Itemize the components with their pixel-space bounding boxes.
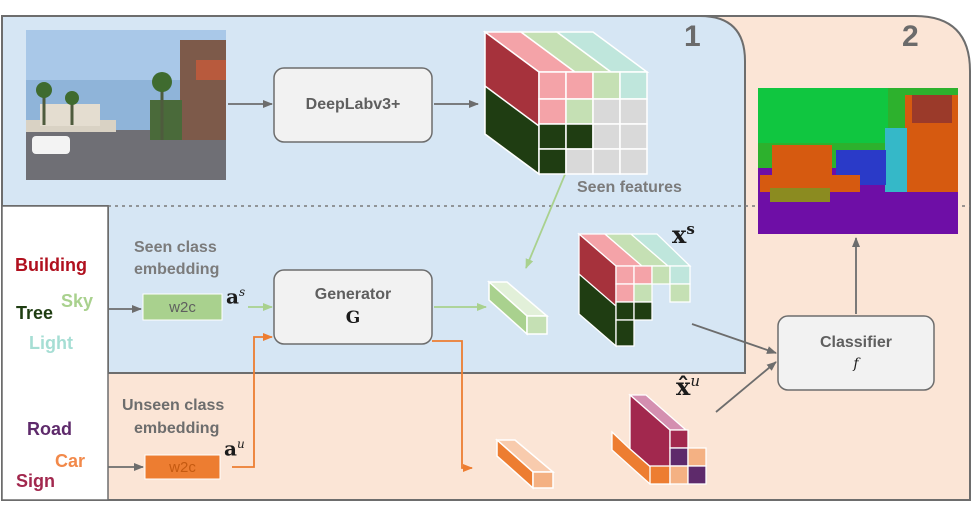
x-unseen-base: x̂ (676, 372, 691, 401)
w2c-unseen-box (144, 454, 221, 480)
classifier-text: Classifier (819, 334, 893, 351)
generated-unseen-feature-volume (611, 393, 707, 486)
input-street-photo (26, 30, 226, 180)
panel-2-number: 2 (902, 20, 919, 53)
seen-embedding-symbol: as (226, 286, 245, 307)
w2c-seen-label: w2c (143, 294, 222, 320)
class-car: Car (55, 451, 86, 471)
a-seen-base: a (226, 284, 239, 309)
unseen-feature-symbol: x̂u (676, 374, 700, 399)
x-seen-base: x (672, 220, 687, 249)
a-unseen-sup: u (236, 437, 245, 451)
generated-unseen-feature (495, 438, 556, 490)
classifier-label: Classifier f (778, 316, 934, 390)
unseen-embedding-label-line1: Unseen class (122, 397, 225, 414)
class-light: Light (29, 333, 73, 353)
class-legend-box (1, 205, 109, 501)
arrow-unseen-cube-to-classifier (715, 361, 777, 413)
generated-seen-feature-volume (577, 232, 692, 348)
seen-embedding-label-line2: embedding (134, 261, 220, 278)
class-tree: Tree (16, 303, 54, 323)
w2c-unseen-label: w2c (145, 455, 220, 479)
w2c-seen-text: w2c (169, 298, 196, 316)
a-seen-sup: s (238, 285, 246, 299)
class-sky: Sky (61, 291, 94, 311)
deeplab-text: DeepLabv3+ (305, 96, 401, 113)
arrow-seen-cube-to-classifier (691, 323, 777, 354)
arrow-generator-to-unseen-feature (432, 340, 473, 472)
unseen-embedding-label-line2: embedding (134, 420, 220, 437)
seen-embedding-label-line1: Seen class (134, 239, 217, 256)
x-unseen-sup: u (690, 372, 700, 390)
panel-1-number: 1 (684, 20, 701, 53)
deeplab-label: DeepLabv3+ (274, 68, 432, 142)
classifier-box (777, 315, 935, 391)
a-unseen-base: a (224, 436, 237, 461)
generated-seen-feature (487, 280, 550, 336)
w2c-seen-box (142, 293, 223, 321)
deeplab-box (273, 67, 433, 143)
seen-features-label: Seen features (577, 179, 682, 196)
x-seen-sup: s (686, 220, 695, 238)
class-road: Road (27, 419, 72, 439)
classifier-symbol: f (853, 356, 859, 372)
generator-box (273, 269, 433, 345)
w2c-unseen-text: w2c (169, 458, 196, 476)
seen-feature-volume (482, 30, 650, 176)
class-building: Building (15, 255, 87, 275)
arrow-w2c-unseen-to-generator (232, 333, 273, 468)
generator-text: Generator (314, 286, 392, 303)
class-sign: Sign (16, 471, 55, 491)
segmentation-output-map (758, 88, 958, 234)
unseen-embedding-symbol: au (224, 438, 245, 459)
generator-symbol: G (345, 308, 361, 328)
generator-label: Generator G (274, 270, 432, 344)
seen-feature-symbol: xs (672, 222, 695, 247)
